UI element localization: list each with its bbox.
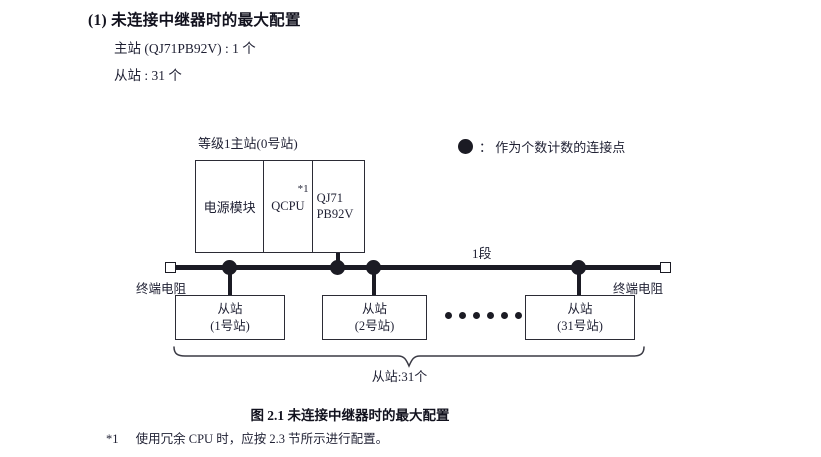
slave-station-number: (31号站): [557, 318, 603, 333]
slave-station-box: 从站 (31号站): [525, 295, 635, 340]
spec-line-slave: 从站 : 31 个: [114, 68, 182, 83]
connection-point-dot: [571, 260, 586, 275]
figure-caption: 图 2.1 未连接中继器时的最大配置: [250, 408, 450, 423]
connection-point-icon: [458, 139, 473, 154]
terminal-resistor-right-icon: [660, 262, 671, 273]
footnote-text: 使用冗余 CPU 时，应按 2.3 节所示进行配置。: [135, 432, 389, 446]
qcpu-module-cell: QCPU *1: [264, 161, 313, 252]
qcpu-module-label: QCPU: [271, 199, 305, 213]
ellipsis-dot: [501, 312, 508, 319]
slave-station-title: 从站: [217, 301, 243, 316]
qcpu-footnote-marker: *1: [297, 183, 309, 195]
slave-group-caption: 从站:31个: [371, 369, 428, 384]
slave-drop-line: [372, 268, 376, 295]
slave-drop-line: [228, 268, 232, 295]
slave-drop-line: [577, 268, 581, 295]
brace-icon: [173, 346, 645, 368]
master-station-label: 等级1主站(0号站): [198, 136, 298, 151]
slave-station-number: (2号站): [354, 318, 395, 333]
heading-block: (1) 未连接中继器时的最大配置 主站 (QJ71PB92V) : 1 个 从站…: [88, 8, 708, 84]
master-station-module: 电源模块 QCPU *1 QJ71 PB92V: [195, 160, 365, 253]
legend-label: ： 作为个数计数的连接点: [479, 140, 626, 155]
spec-line-master: 主站 (QJ71PB92V) : 1 个: [114, 41, 256, 56]
legend: ： 作为个数计数的连接点: [458, 137, 625, 156]
connection-point-dot: [366, 260, 381, 275]
terminal-resistor-left-icon: [165, 262, 176, 273]
slave-station-number: (1号站): [210, 318, 250, 333]
ellipsis-dots: [445, 312, 522, 319]
network-configuration-diagram: ： 作为个数计数的连接点 等级1主站(0号站) 电源模块 QCPU *1 QJ7…: [0, 118, 821, 398]
qj71pb92v-line1: QJ71: [316, 190, 343, 205]
slave-group-brace: [173, 346, 645, 368]
footnote: *1 使用冗余 CPU 时，应按 2.3 节所示进行配置。: [106, 428, 388, 447]
qj71pb92v-module-cell: QJ71 PB92V: [313, 161, 364, 252]
slave-group-caption-wrap: 从站:31个: [0, 366, 821, 385]
slave-station-title: 从站: [567, 301, 593, 316]
terminal-resistor-right-label: 终端电阻: [613, 282, 664, 296]
section-heading: (1) 未连接中继器时的最大配置: [88, 8, 708, 30]
terminal-resistor-left-label: 终端电阻: [136, 282, 187, 296]
ellipsis-dot: [459, 312, 466, 319]
ellipsis-dot: [515, 312, 522, 319]
power-supply-module-label: 电源模块: [203, 200, 256, 215]
qj71pb92v-line2: PB92V: [316, 206, 354, 221]
slave-station-title: 从站: [361, 301, 387, 316]
ellipsis-dot: [445, 312, 452, 319]
qj71pb92v-module-label: QJ71 PB92V: [317, 191, 354, 222]
slave-station-box: 从站 (1号站): [175, 295, 285, 340]
segment-label: 1段: [472, 246, 492, 261]
slave-station-box: 从站 (2号站): [322, 295, 427, 340]
ellipsis-dot: [473, 312, 480, 319]
bus-trunk-line: [171, 265, 666, 270]
ellipsis-dot: [487, 312, 494, 319]
footnote-marker: *1: [106, 432, 119, 446]
connection-point-dot: [330, 260, 345, 275]
connection-point-dot: [222, 260, 237, 275]
section-title: 未连接中继器时的最大配置: [111, 12, 301, 29]
section-number: (1): [88, 12, 107, 29]
power-supply-module-cell: 电源模块: [196, 161, 265, 252]
